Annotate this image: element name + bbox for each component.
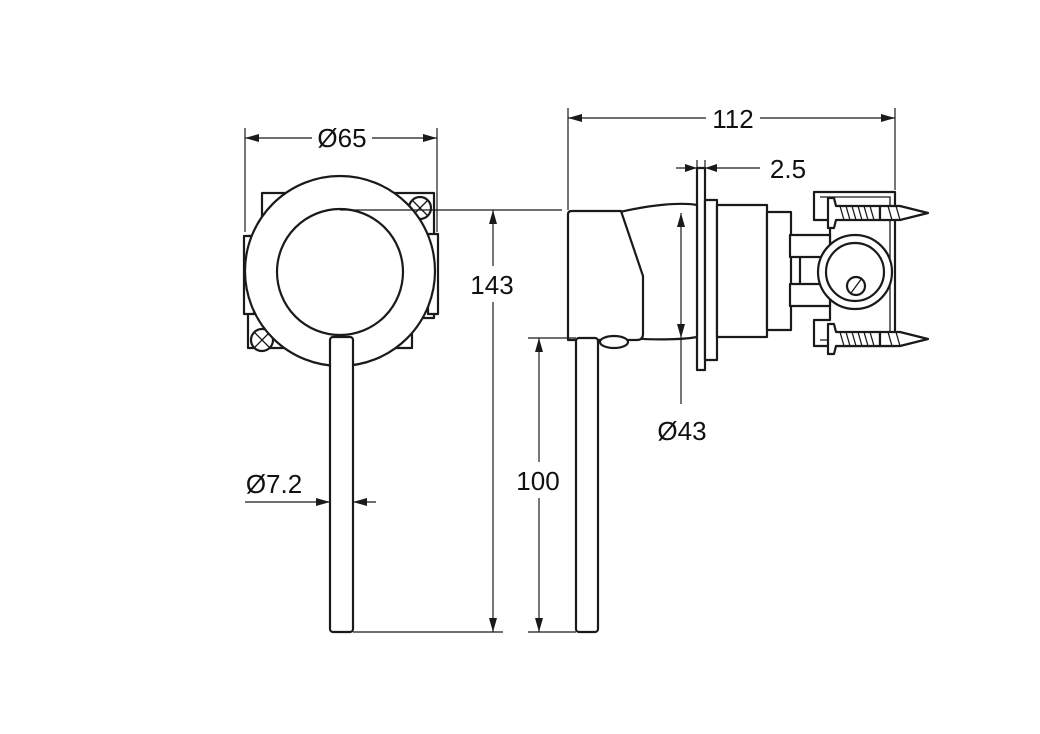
dimension-outer-diameter: Ø65 — [244, 123, 438, 232]
dimension-body-diameter: Ø43 — [657, 213, 707, 446]
dimension-handle-length: 100 — [512, 337, 576, 633]
side-body-step — [765, 210, 793, 332]
label-handle-diameter: Ø7.2 — [246, 469, 302, 499]
dimension-handle-diameter: Ø7.2 — [245, 469, 376, 506]
front-view — [242, 174, 440, 634]
label-overall-height: 143 — [470, 270, 513, 300]
label-outer-diameter: Ø65 — [317, 123, 366, 153]
label-handle-length: 100 — [516, 466, 559, 496]
label-body-diameter: Ø43 — [657, 416, 706, 446]
label-flange-thickness: 2.5 — [770, 154, 806, 184]
front-screw-bottom-left — [249, 327, 275, 353]
dimension-flange-thickness: 2.5 — [676, 154, 806, 184]
side-screw-top — [826, 196, 930, 230]
side-screw-bottom — [826, 322, 930, 356]
front-lever-handle — [328, 335, 355, 634]
side-flange-plate — [695, 166, 707, 372]
side-grub-screw — [598, 334, 630, 350]
side-handle-body — [566, 209, 645, 342]
side-view — [566, 166, 930, 634]
side-lever-handle — [574, 336, 600, 634]
side-valve-inner — [824, 241, 886, 303]
dimension-overall-depth: 112 — [567, 104, 896, 210]
dimension-overall-height: 143 — [340, 209, 562, 633]
front-handle-hub — [275, 207, 405, 337]
label-overall-depth: 112 — [712, 104, 753, 134]
side-body-sleeve — [715, 203, 769, 339]
side-flange-collar — [703, 198, 719, 362]
